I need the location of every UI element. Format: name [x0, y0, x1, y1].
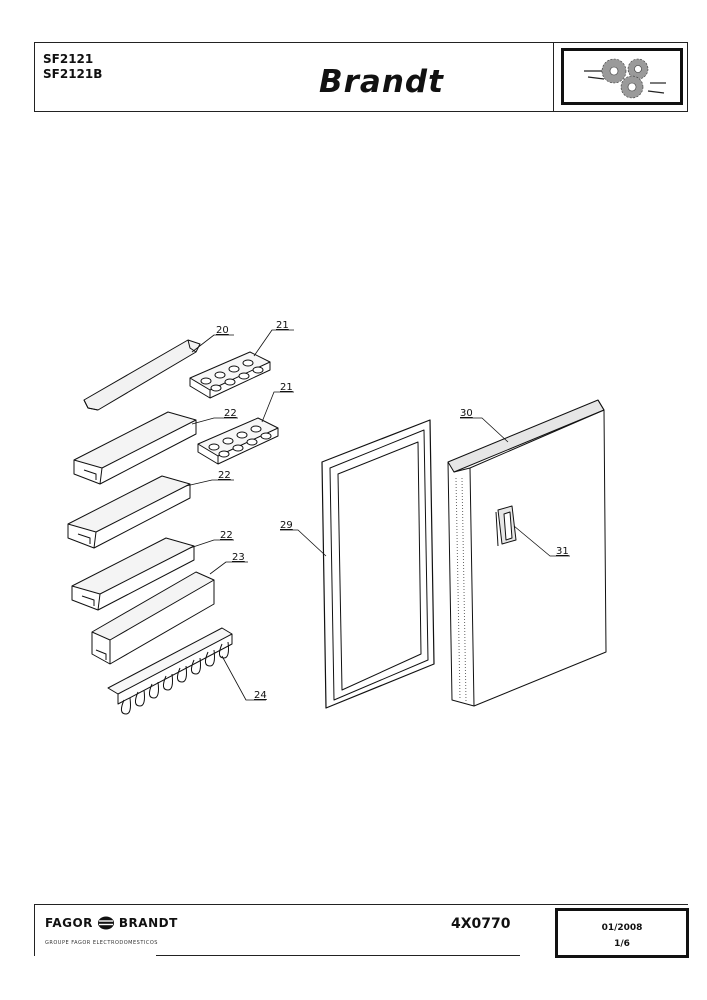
- company-logo: FAGOR BRANDT: [45, 916, 178, 930]
- callout-21: 21: [276, 320, 289, 331]
- document-reference: 4X0770: [451, 916, 511, 932]
- part-bottle-shelf: [91, 571, 215, 665]
- callout-23: 23: [232, 552, 245, 563]
- callout-20: 20: [216, 325, 229, 336]
- part-egg-tray-upper: [189, 351, 271, 399]
- callout-24: 24: [254, 690, 267, 701]
- page-number: 1/6: [614, 939, 630, 949]
- document-date: 01/2008: [601, 923, 643, 933]
- callout-21: 21: [280, 382, 293, 393]
- part-bottle-rack: [107, 627, 233, 715]
- gear-logo-frame: [561, 48, 683, 105]
- footer-divider: [156, 955, 520, 956]
- callout-22: 22: [218, 470, 231, 481]
- title-block-header: SF2121 SF2121B Brandt: [34, 42, 688, 112]
- part-door-shelf: [67, 475, 191, 549]
- part-door-handle: [495, 505, 517, 547]
- callout-29: 29: [280, 520, 293, 531]
- gear-logo-cell: [553, 42, 689, 112]
- model-number: SF2121: [43, 52, 94, 66]
- callout-31: 31: [556, 546, 569, 557]
- part-door-gasket: [321, 419, 435, 709]
- company-name-left: FAGOR: [45, 916, 93, 930]
- part-door-shelf: [73, 411, 197, 485]
- title-block-footer: FAGOR BRANDT GROUPE FAGOR ELECTRODOMESTI…: [34, 904, 689, 958]
- brand-logo: Brandt: [319, 64, 444, 100]
- company-name-right: BRANDT: [118, 916, 178, 930]
- company-tagline: GROUPE FAGOR ELECTRODOMESTICOS: [45, 940, 158, 946]
- callout-30: 30: [460, 408, 473, 419]
- part-handle-bar: [83, 339, 201, 411]
- callout-22: 22: [220, 530, 233, 541]
- fagor-brandt-emblem-icon: [97, 916, 114, 930]
- part-egg-tray-lower: [197, 417, 279, 465]
- date-page-cell: 01/2008 1/6: [555, 908, 689, 958]
- model-number: SF2121B: [43, 67, 103, 81]
- part-door-shelf: [71, 537, 195, 611]
- part-door-panel: [447, 399, 607, 707]
- callout-22: 22: [224, 408, 237, 419]
- model-list: SF2121 SF2121B: [43, 52, 102, 82]
- gears-icon: [584, 58, 666, 99]
